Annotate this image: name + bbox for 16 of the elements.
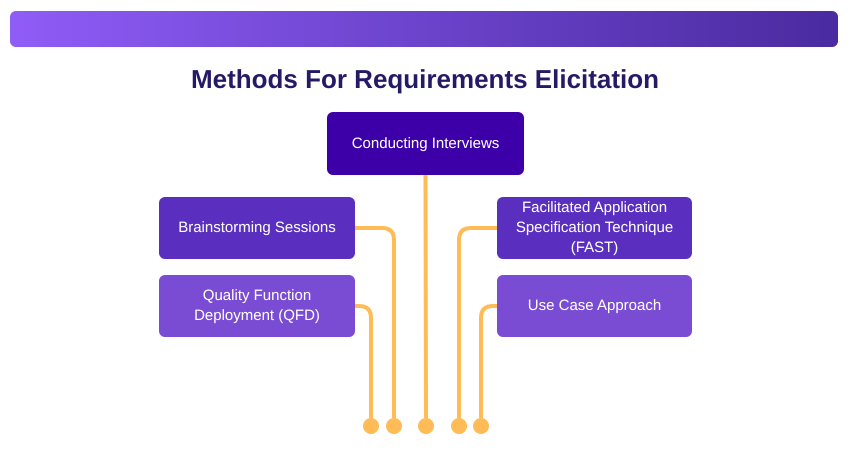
connector-line xyxy=(457,226,497,418)
method-box xyxy=(497,275,692,337)
connector-line xyxy=(479,304,497,418)
method-label: Facilitated Application Specification Technique (FAST) xyxy=(514,198,674,258)
connector-line xyxy=(424,175,428,418)
method-label: Use Case Approach xyxy=(528,296,662,316)
method-box xyxy=(327,112,524,175)
connector-line xyxy=(355,226,396,418)
method-label: Quality Function Deployment (QFD) xyxy=(193,286,321,326)
method-label: Conducting Interviews xyxy=(352,134,500,154)
connector-line xyxy=(355,304,373,418)
method-box xyxy=(159,197,355,259)
diagram-title: Methods For Requirements Elicitation xyxy=(190,63,660,96)
method-box xyxy=(159,275,355,337)
method-box xyxy=(497,197,692,259)
method-label: Brainstorming Sessions xyxy=(178,218,336,238)
